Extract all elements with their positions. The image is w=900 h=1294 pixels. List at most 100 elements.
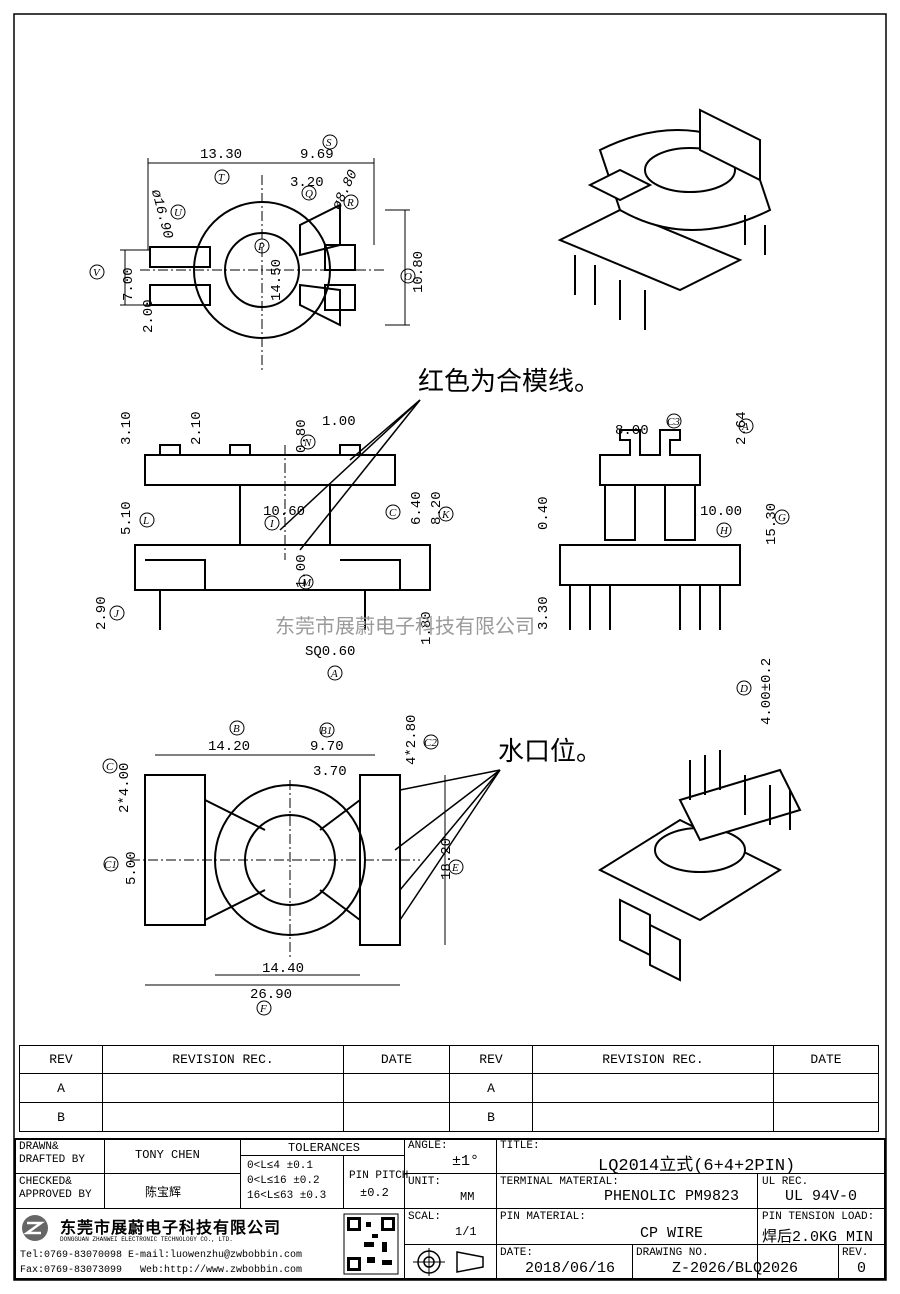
date-cell bbox=[343, 1102, 450, 1132]
pin-pitch-value: ±0.2 bbox=[360, 1186, 389, 1200]
isometric-view-bottom bbox=[597, 750, 802, 982]
parting-line-note: 红色为合模线。 bbox=[418, 367, 600, 397]
company-name-en: DONGGUAN ZHANWEI ELECTRONIC TECHNOLOGY C… bbox=[60, 1236, 233, 1243]
unit-value: MM bbox=[460, 1190, 475, 1204]
rev-header-2: REV bbox=[449, 1045, 533, 1074]
checked-by-label: CHECKED& APPROVED BY bbox=[19, 1176, 92, 1201]
rev-cell: B bbox=[449, 1102, 533, 1132]
front-dim-1: 3.10 bbox=[119, 411, 135, 445]
front-dim-9: 1.00 bbox=[294, 554, 310, 588]
front-dim-8: 8.20 bbox=[429, 491, 445, 525]
date-label: DATE: bbox=[500, 1247, 534, 1259]
marker-b1: B1 bbox=[320, 725, 332, 737]
front-view-labels: 3.10 2.10 1.00 0.80 10.60 5.10 6.40 8.20… bbox=[94, 411, 454, 681]
contact-line-1: Tel:0769-83070098 E-mail:luowenzhu@zwbob… bbox=[20, 1250, 303, 1261]
marker-e: E bbox=[451, 862, 459, 874]
front-dim-4: 0.80 bbox=[294, 419, 310, 453]
drawn-by-label: DRAWN& DRAFTED BY bbox=[19, 1141, 86, 1166]
note-leaders bbox=[279, 399, 501, 921]
rev-cell: B bbox=[19, 1102, 103, 1132]
front-dim-6: 5.10 bbox=[119, 501, 135, 535]
marker-m: M bbox=[301, 577, 312, 589]
marker-k: K bbox=[441, 509, 450, 521]
projection-symbol-icon bbox=[413, 1248, 484, 1276]
marker-s: S bbox=[326, 137, 332, 149]
rev-header-1: REV bbox=[19, 1045, 103, 1074]
revision-cell bbox=[102, 1073, 344, 1103]
marker-n: N bbox=[303, 437, 312, 449]
date-cell bbox=[773, 1073, 879, 1103]
unit-label: UNIT: bbox=[408, 1176, 442, 1188]
contact-line-2: Fax:0769-83073099 Web:http://www.zwbobbi… bbox=[20, 1265, 303, 1276]
marker-p: P bbox=[257, 241, 265, 253]
bottom-view-labels: 14.20 9.70 4*2.80 3.70 2*4.00 5.00 18.20… bbox=[102, 715, 464, 1016]
drawing-no-value: Z-2026/BLQ2026 bbox=[672, 1260, 799, 1277]
side-dim-3: 0.40 bbox=[536, 496, 552, 530]
marker-o: O bbox=[404, 271, 412, 283]
pin-pitch-label: PIN PITCH bbox=[349, 1170, 409, 1182]
bottom-dim-5: 2*4.00 bbox=[117, 763, 133, 813]
revision-header-2: REVISION REC. bbox=[532, 1045, 774, 1074]
watermark: 东莞市展蔚电子科技有限公司 bbox=[275, 614, 535, 638]
bottom-dim-4: 3.70 bbox=[313, 764, 347, 780]
side-dim-1: 8.00 bbox=[615, 423, 649, 439]
front-dim-10: 2.90 bbox=[94, 596, 110, 630]
marker-c3: C3 bbox=[667, 416, 680, 428]
front-dim-7: 6.40 bbox=[409, 491, 425, 525]
pin-material-value: CP WIRE bbox=[640, 1225, 704, 1242]
top-dim-3: 3.20 bbox=[290, 175, 324, 191]
marker-a: A bbox=[330, 668, 338, 680]
bottom-dim-9: 26.90 bbox=[250, 987, 292, 1003]
revision-table: REV REVISION REC. DATE REV REVISION REC.… bbox=[19, 1045, 879, 1132]
top-dim-7: 2.00 bbox=[141, 299, 157, 333]
marker-t: T bbox=[218, 172, 225, 184]
marker-c: C bbox=[389, 507, 397, 519]
front-dim-3: 1.00 bbox=[322, 414, 356, 430]
scale-value: 1/1 bbox=[455, 1225, 477, 1239]
side-view-labels: 8.00 2.64 0.40 10.00 15.30 3.30 4.00±0.2… bbox=[536, 411, 790, 725]
angle-label: ANGLE: bbox=[408, 1140, 448, 1152]
revision-header-1: REVISION REC. bbox=[102, 1045, 344, 1074]
front-dim-2: 2.10 bbox=[189, 411, 205, 445]
tolerances-label: TOLERANCES bbox=[288, 1141, 361, 1155]
side-dim-6: 3.30 bbox=[536, 596, 552, 630]
bottom-dim-3: 4*2.80 bbox=[404, 715, 420, 765]
marker-f: F bbox=[259, 1003, 267, 1015]
marker-q: Q bbox=[305, 188, 313, 200]
drawing-no-label: DRAWING NO. bbox=[636, 1247, 709, 1259]
top-dim-1: 13.30 bbox=[200, 147, 242, 163]
company-name-cn: 东莞市展蔚电子科技有限公司 bbox=[60, 1218, 282, 1237]
bottom-dim-8: 14.40 bbox=[262, 961, 304, 977]
rev-cell: A bbox=[19, 1073, 103, 1103]
marker-c1: C1 bbox=[104, 859, 117, 871]
front-view bbox=[134, 444, 431, 630]
marker-u: U bbox=[174, 207, 183, 219]
ul-value: UL 94V-0 bbox=[785, 1188, 858, 1205]
side-dim-7: 4.00±0.2 bbox=[759, 658, 775, 725]
title-block bbox=[14, 1138, 886, 1280]
top-dim-2: 9.69 bbox=[300, 147, 334, 163]
bottom-dim-2: 9.70 bbox=[310, 739, 344, 755]
rev-cell: A bbox=[449, 1073, 533, 1103]
date-header-1: DATE bbox=[343, 1045, 450, 1074]
drawing-title: LQ2014立式(6+4+2PIN) bbox=[598, 1157, 796, 1176]
ul-label: UL REC. bbox=[762, 1176, 809, 1188]
date-header-2: DATE bbox=[773, 1045, 879, 1074]
title-label: TITLE: bbox=[500, 1140, 540, 1152]
front-dim-11: 1.80 bbox=[419, 611, 435, 645]
revision-cell bbox=[102, 1102, 344, 1132]
side-dim-2: 2.64 bbox=[734, 411, 750, 445]
marker-b: B bbox=[233, 723, 240, 735]
bottom-view bbox=[130, 754, 446, 986]
marker-c-bottom: C bbox=[106, 761, 114, 773]
rev-label: REV. bbox=[842, 1247, 869, 1259]
tolerance-row-3: 16<L≤63 ±0.3 bbox=[247, 1190, 327, 1202]
angle-value: ±1° bbox=[452, 1153, 480, 1170]
bottom-dim-7: 18.20 bbox=[439, 838, 455, 880]
rev-value: 0 bbox=[857, 1260, 867, 1277]
marker-j: J bbox=[114, 608, 120, 620]
marker-a-side: A bbox=[741, 421, 749, 433]
marker-i: I bbox=[269, 518, 275, 530]
revision-cell bbox=[532, 1073, 774, 1103]
